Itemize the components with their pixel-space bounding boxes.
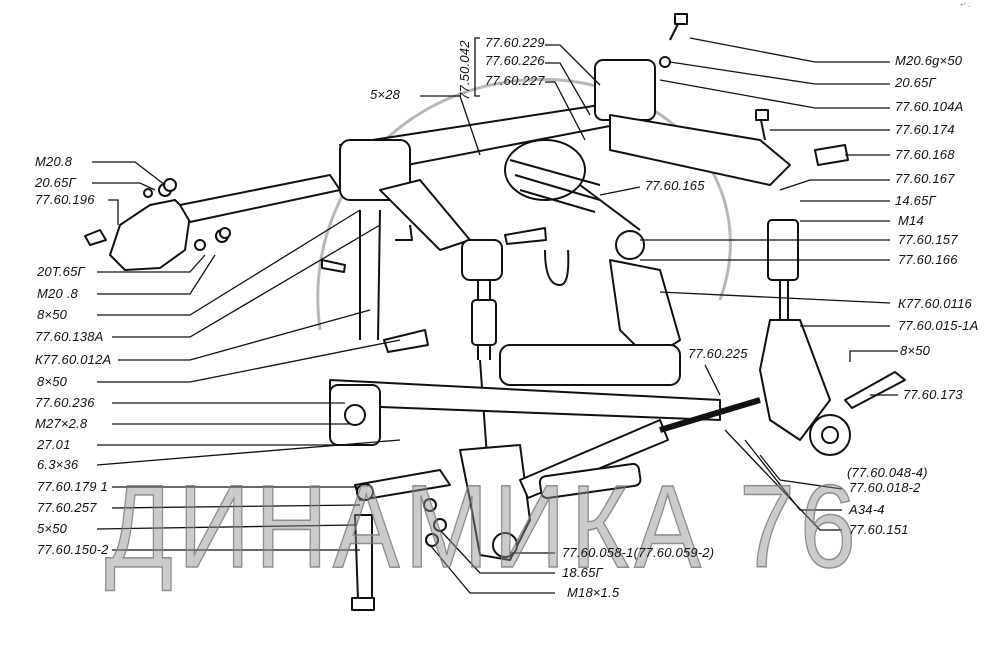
label-m20-8: М20.8 [35,154,73,169]
label-77-60-138a: 77.60.138А [35,329,104,344]
label-m27x2-8: М27×2.8 [35,416,88,431]
label-m18x1-5: М18×1.5 [567,585,620,600]
label-14-65g: 14.65Г [895,193,936,208]
label-5x28: 5×28 [370,87,401,102]
label-77-60-104a: 77.60.104А [895,99,964,114]
label-77-60-173: 77.60.173 [903,387,963,402]
label-20t-65g: 20Т.65Г [37,264,85,279]
label-77-60-157: 77.60.157 [898,232,958,247]
mechanism [84,13,906,611]
label-a34-4: А34-4 [849,502,885,517]
corner-mark: +° .. [960,3,971,9]
leader-lines [92,37,898,594]
label-77-60-229: 77.60.229 [485,35,545,50]
label-77-60-058-1: 77.60.058-1(77.60.059-2) [562,545,715,560]
label-20-65g: 20.65Г [35,175,76,190]
label-77-60-257: 77.60.257 [37,500,97,515]
label-77-60-227: 77.60.227 [485,73,545,88]
watermark-circle [316,77,732,331]
label-77-60-048-4: (77.60.048-4) [847,465,928,480]
label-77-60-150-2: 77.60.150-2 [37,542,109,557]
label-77-60-166: 77.60.166 [898,252,958,267]
label-8x50b: 8×50 [37,374,68,389]
label-77-60-167: 77.60.167 [895,171,955,186]
label-8x50-r: 8×50 [900,343,931,358]
label-77-60-236: 77.60.236 [35,395,95,410]
label-k77-60-012a: К77.60.012А [35,352,112,367]
watermark: ДИНАМИКА 76 [104,461,861,593]
label-6-3x36: 6.3×36 [37,457,79,472]
label-77-60-179-1: 77.60.179 1 [37,479,108,494]
label-77-60-018-2: 77.60.018-2 [849,480,921,495]
label-k77-60-0116: К77.60.0116 [898,296,972,311]
label-m20-6g-50: М20.6g×50 [895,53,963,68]
label-18-65g: 18.65Г [562,565,603,580]
label-5x50: 5×50 [37,521,68,536]
label-77-60-151: 77.60.151 [849,522,909,537]
label-20-65g-r: 20.65Г [895,75,936,90]
label-m14: М14 [898,213,924,228]
label-27-01: 27.01 [37,437,71,452]
label-77-60-165: 77.60.165 [645,178,705,193]
label-77-60-015-1a: 77.60.015-1А [898,318,979,333]
label-77-60-168: 77.60.168 [895,147,955,162]
label-77-60-226: 77.60.226 [485,53,545,68]
label-8x50: 8×50 [37,307,68,322]
label-77-50-042: 77.50.042 [457,40,472,100]
label-77-60-196: 77.60.196 [35,192,95,207]
label-77-60-174: 77.60.174 [895,122,955,137]
label-77-60-225: 77.60.225 [688,346,748,361]
label-m20-8b: М20 .8 [37,286,78,301]
